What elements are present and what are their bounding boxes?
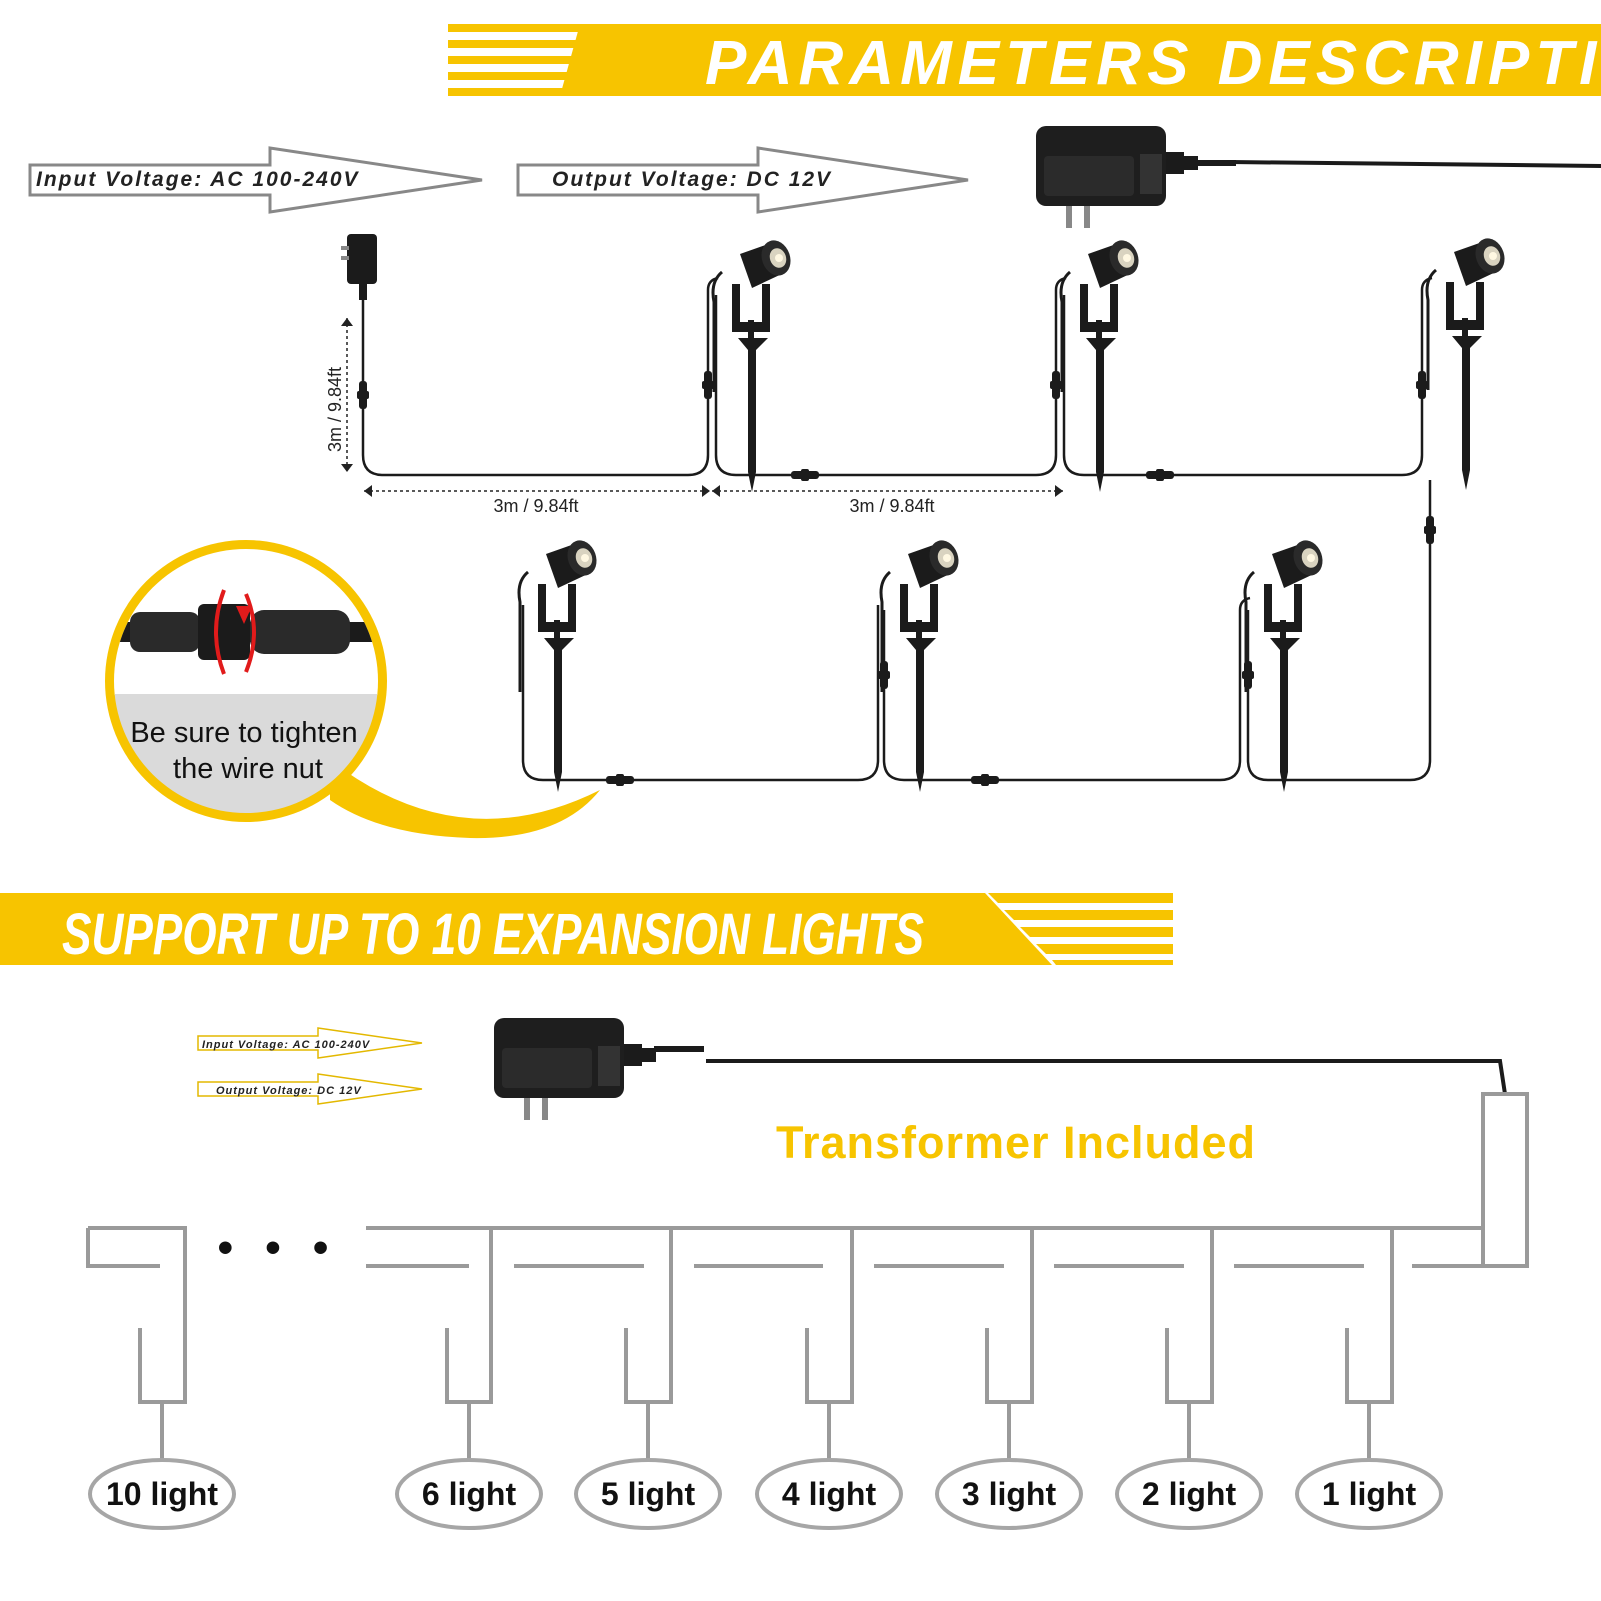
light-oval-outline	[755, 1458, 903, 1530]
input-voltage-arrow: Input Voltage: AC 100-240V	[28, 146, 483, 214]
light-oval-outline	[1295, 1458, 1443, 1530]
horizontal-length-label: 3m / 9.84ft	[849, 496, 934, 516]
light-label: 5 light	[601, 1476, 696, 1512]
rotate-arrow-icon	[214, 589, 226, 675]
spotlight-icon	[711, 234, 797, 494]
light-oval: 3 light	[935, 1458, 1083, 1530]
vertical-dimension: 3m / 9.84ft	[325, 318, 353, 472]
horizontal-dimension-2: 3m / 9.84ft	[712, 485, 1063, 516]
light-oval: 2 light	[1115, 1458, 1263, 1530]
wire-connector	[1050, 371, 1062, 399]
banner-stripe	[448, 56, 604, 64]
power-cable	[1229, 160, 1601, 168]
top-wiring	[361, 276, 1433, 782]
vertical-length-label: 3m / 9.84ft	[325, 367, 345, 452]
light-ovals: 10 light 6 light 5 light 4 light 3 light 2 li…	[88, 1458, 1443, 1530]
banner-stripe	[988, 893, 1173, 903]
light-oval: 10 light	[88, 1458, 236, 1530]
wire-connector	[357, 381, 369, 409]
spotlight-icon	[1059, 234, 1145, 494]
small-adapter-icon	[341, 234, 377, 300]
banner-stripe	[448, 24, 640, 32]
small-input-voltage-arrow: Input Voltage: AC 100-240V	[197, 1027, 423, 1059]
spotlight-icon	[1425, 232, 1511, 492]
wire-connector	[1424, 516, 1436, 544]
transformer-box	[1481, 1092, 1529, 1268]
light-oval-outline	[395, 1458, 543, 1530]
light-label: 2 light	[1142, 1476, 1237, 1512]
horizontal-length-label: 3m / 9.84ft	[493, 496, 578, 516]
light-oval: 5 light	[574, 1458, 722, 1530]
wire-connector	[1416, 371, 1428, 399]
top-banner-background	[560, 24, 1601, 96]
banner-stripe	[448, 88, 568, 96]
output-voltage-arrow: Output Voltage: DC 12V	[516, 146, 969, 214]
wire-connector	[1242, 661, 1254, 689]
transformer-adapter	[494, 1018, 704, 1120]
banner-stripe	[1052, 960, 1173, 965]
banner-stripe	[1036, 944, 1173, 954]
spotlight-icon	[1243, 534, 1329, 794]
small-output-voltage-label: Output Voltage: DC 12V	[216, 1085, 362, 1097]
light-oval-outline	[1115, 1458, 1263, 1530]
light-oval: 4 light	[755, 1458, 903, 1530]
light-label: 6 light	[422, 1476, 517, 1512]
banner-stripe	[448, 72, 586, 80]
callout-text-line-1: Be sure to tighten	[130, 717, 357, 749]
transformer-label: Transformer Included	[776, 1117, 1256, 1168]
page-title: PARAMETERS DESCRIPTION	[705, 29, 1601, 98]
section2-title: SUPPORT UP TO 10 EXPANSION LIGHTS	[62, 902, 924, 967]
small-output-voltage-arrow: Output Voltage: DC 12V	[197, 1073, 423, 1105]
light-label: 10 light	[106, 1476, 218, 1512]
wire-nut-callout: Be sure to tighten the wire nut	[105, 540, 600, 839]
callout-pointer	[330, 760, 600, 839]
wire-connector	[791, 469, 819, 481]
banner-stripe	[1020, 927, 1173, 937]
ellipsis-dots: • • •	[218, 1223, 339, 1272]
banner-stripe	[448, 40, 622, 48]
top-banner: PARAMETERS DESCRIPTION	[448, 24, 1601, 98]
output-voltage-label: Output Voltage: DC 12V	[552, 168, 832, 191]
light-label: 4 light	[782, 1476, 877, 1512]
wire-connector	[878, 661, 890, 689]
connector-closeup	[130, 612, 200, 652]
wire-connector	[971, 774, 999, 786]
light-oval-outline	[574, 1458, 722, 1530]
callout-text-line-2: the wire nut	[173, 753, 323, 785]
light-oval: 1 light	[1295, 1458, 1443, 1530]
spotlight-icon	[879, 534, 965, 794]
input-voltage-label: Input Voltage: AC 100-240V	[36, 168, 360, 191]
light-oval: 6 light	[395, 1458, 543, 1530]
spotlight-icon	[517, 534, 603, 794]
section2-banner: SUPPORT UP TO 10 EXPANSION LIGHTS	[0, 893, 1173, 967]
power-adapter	[1036, 126, 1236, 228]
section2-banner-background	[0, 893, 1052, 965]
wire-connector	[702, 371, 714, 399]
wire-connector	[1146, 469, 1174, 481]
light-label: 1 light	[1322, 1476, 1417, 1512]
light-oval-outline	[88, 1458, 236, 1530]
light-oval-outline	[935, 1458, 1083, 1530]
horizontal-dimension-1: 3m / 9.84ft	[364, 485, 710, 516]
small-input-voltage-label: Input Voltage: AC 100-240V	[202, 1039, 371, 1051]
light-label: 3 light	[962, 1476, 1057, 1512]
transformer-cable	[706, 1059, 1507, 1095]
wire-connector	[606, 774, 634, 786]
banner-stripe	[1004, 910, 1173, 920]
